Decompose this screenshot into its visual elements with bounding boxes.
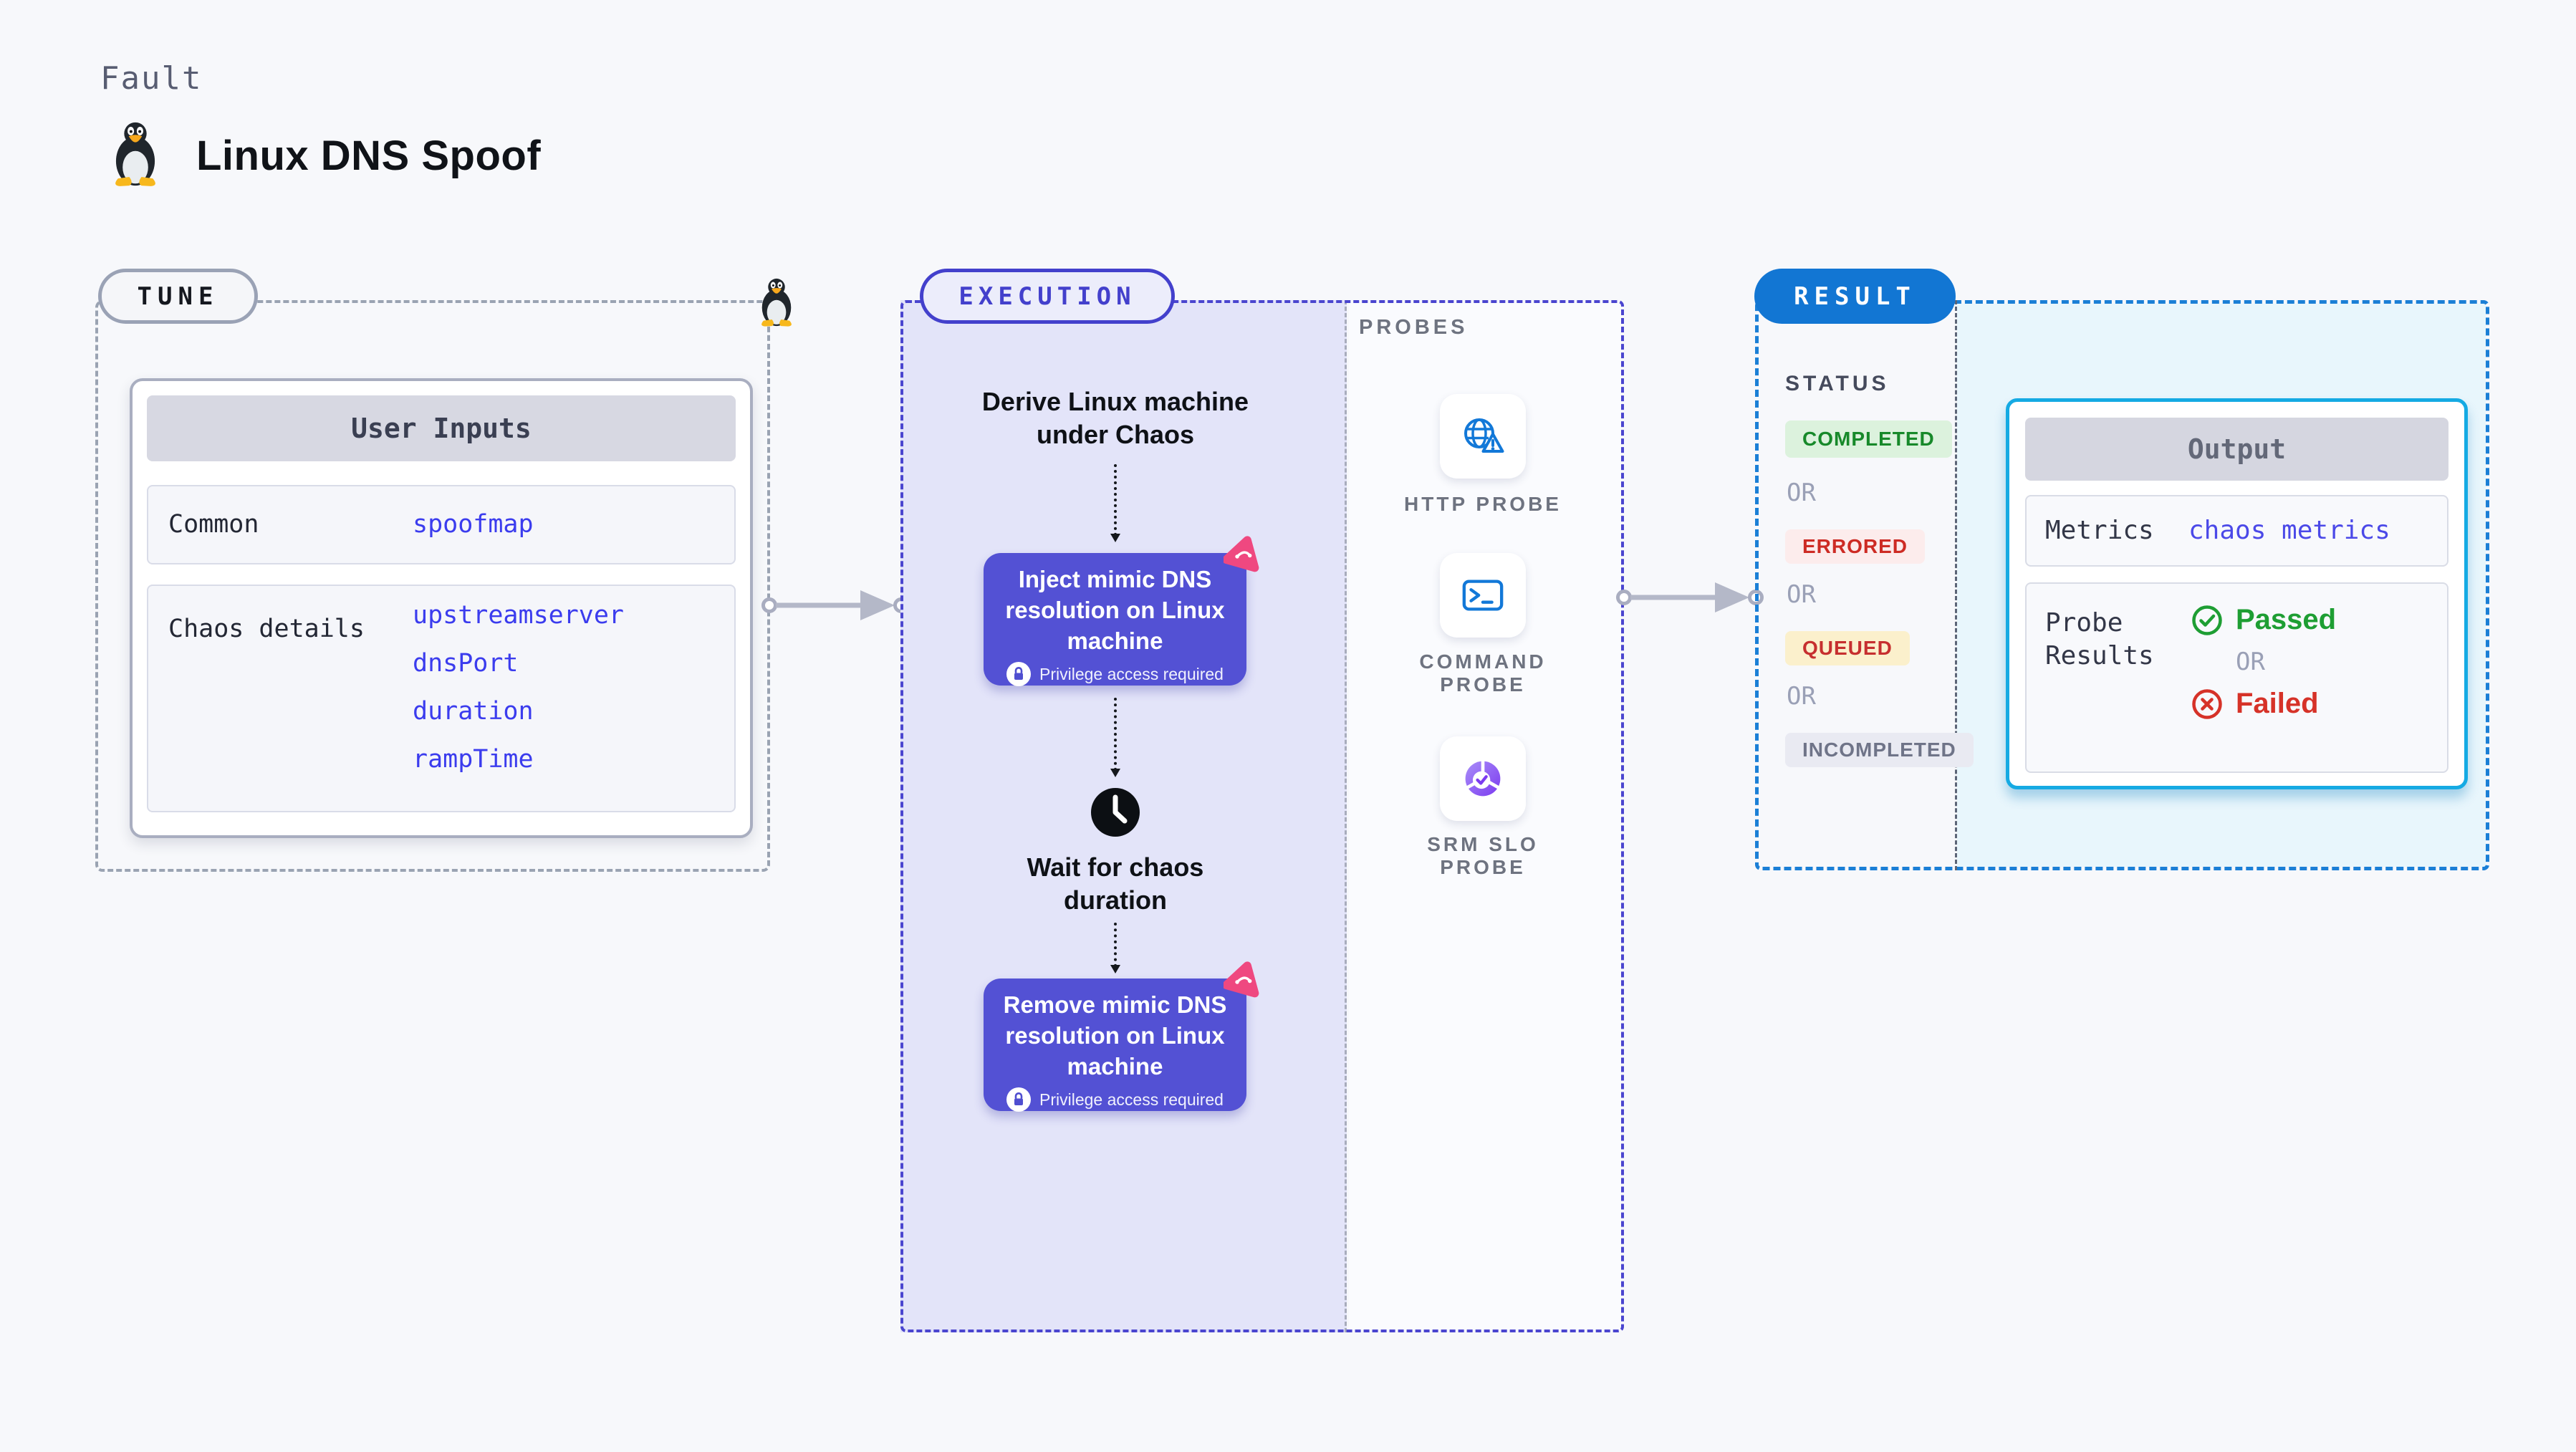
chaos-fault-icon [1222,533,1264,577]
or-label: OR [1787,479,1816,507]
user-inputs-title: User Inputs [147,395,736,461]
derive-line: Derive Linux machine [981,387,1249,416]
x-circle-icon [2192,688,2222,719]
failed-label: Failed [2236,688,2319,719]
tux-penguin-icon-small [754,268,799,340]
chaos-value: dnsPort [413,649,519,678]
passed-label: Passed [2236,604,2337,635]
status-badge-errored: ERRORED [1785,529,1926,564]
status-badge-queued: QUEUED [1785,631,1910,665]
page-header: Linux DNS Spoof [105,120,541,191]
srm-slo-probe-label: SRM SLO PROBE [1427,833,1539,878]
terminal-icon [1462,580,1504,611]
result-section-box [1755,300,2489,870]
inject-step-label: Inject mimic DNS resolution on Linux mac… [1005,566,1225,654]
check-circle-icon [2192,605,2222,635]
input-label: Chaos details [168,615,365,643]
command-probe-label: COMMAND PROBE [1419,650,1547,696]
flow-connector-arrow [1110,464,1120,542]
input-row-chaos-details: Chaos details upstreamserver dnsPort dur… [147,585,736,812]
lock-icon [1006,1087,1032,1112]
probe-results-row: Probe Results Passed OR Failed [2025,582,2448,773]
http-probe-label: HTTP PROBE [1404,493,1562,515]
chaos-value: upstreamserver [413,601,625,630]
tune-badge: TUNE [98,269,258,324]
probe-results-label: Probe Results [2045,608,2154,670]
tux-penguin-icon [105,120,166,191]
tune-to-execution-arrow [761,590,909,620]
execution-badge: EXECUTION [920,269,1175,324]
chaos-value: duration [413,697,534,726]
status-badge-completed: COMPLETED [1785,420,1952,458]
output-card-title: Output [2025,418,2448,481]
privilege-required-row: Privilege access required [984,1087,1246,1112]
metrics-value: chaos metrics [2188,516,2390,545]
tune-section-box [95,300,770,872]
remove-dns-step-button[interactable]: Remove mimic DNS resolution on Linux mac… [984,961,1259,1112]
privilege-required-label: Privilege access required [1039,1090,1224,1109]
status-column: STATUS COMPLETED OR ERRORED OR QUEUED OR… [1785,362,1974,820]
execution-to-result-arrow [1616,582,1764,612]
metrics-label: Metrics [2045,516,2154,545]
or-label: OR [2236,648,2265,676]
flow-connector-arrow [1110,923,1120,973]
chaos-fault-icon [1222,958,1264,1002]
remove-step-label: Remove mimic DNS resolution on Linux mac… [1003,991,1227,1080]
wait-clock-icon [1090,787,1141,842]
wait-step-label: Wait for chaos duration [915,851,1316,917]
globe-warning-icon [1464,418,1504,453]
privilege-required-row: Privilege access required [984,662,1246,686]
derive-line: under Chaos [1036,420,1195,449]
privilege-required-label: Privilege access required [1039,664,1224,683]
passed-result: Passed [2191,604,2336,636]
or-label: OR [1787,682,1816,711]
http-probe-card[interactable] [1440,394,1526,479]
input-value: spoofmap [413,510,534,539]
chaos-value: rampTime [413,745,534,774]
status-badge-incompleted: INCOMPLETED [1785,733,1974,767]
status-output-divider [1955,300,1957,870]
metrics-row: Metrics chaos metrics [2025,495,2448,567]
probe-result-options: Passed OR Failed [2191,604,2336,720]
inject-dns-step-button[interactable]: Inject mimic DNS resolution on Linux mac… [984,536,1259,686]
output-card: Output Metrics chaos metrics Probe Resul… [2006,398,2468,789]
or-label: OR [1787,580,1816,609]
flow-connector-arrow [1110,698,1120,777]
fault-category-label: Fault [100,60,203,97]
probes-section-label: PROBES [1359,316,1469,339]
status-label: STATUS [1785,372,1890,395]
user-inputs-card: User Inputs Common spoofmap Chaos detail… [130,378,753,838]
chaos-detail-values: upstreamserver dnsPort duration rampTime [413,592,624,784]
failed-result: Failed [2191,688,2336,720]
execution-section-box [900,300,1624,1332]
page-title: Linux DNS Spoof [196,133,542,179]
derive-step-label: Derive Linux machine under Chaos [915,385,1316,451]
wait-line: Wait for chaos [1027,852,1204,882]
input-row-common: Common spoofmap [147,485,736,564]
wait-line: duration [1064,885,1167,915]
command-probe-card[interactable] [1440,553,1526,638]
result-badge: RESULT [1754,269,1956,324]
input-label: Common [168,510,259,539]
srm-slo-probe-card[interactable] [1440,736,1526,821]
lock-icon [1006,662,1032,686]
slo-donut-icon [1465,759,1501,797]
